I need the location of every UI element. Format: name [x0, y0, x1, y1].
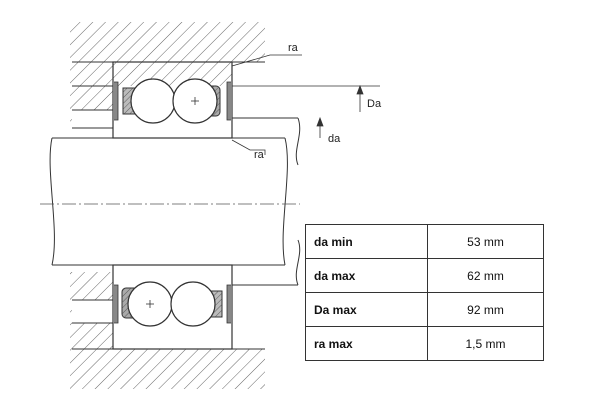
spec-label: da min [305, 224, 428, 259]
spec-value: 92 mm [427, 292, 544, 327]
spec-label: da max [305, 258, 428, 293]
label-Da: Da [367, 98, 382, 110]
spec-value: 62 mm [427, 258, 544, 293]
spec-label: ra max [305, 326, 428, 361]
label-ra-mid: ra [254, 149, 265, 161]
ball [130, 78, 176, 124]
spec-value: 53 mm [427, 224, 544, 259]
label-ra-top: ra [288, 42, 299, 54]
spec-label: Da max [305, 292, 428, 327]
housing-top [70, 22, 265, 138]
ball [170, 281, 216, 327]
label-da: da [328, 133, 341, 145]
spec-value: 1,5 mm [427, 326, 544, 361]
shaft [49, 117, 301, 286]
table-row: da max 62 mm [305, 258, 544, 293]
bearing-top [112, 61, 233, 139]
table-row: ra max 1,5 mm [305, 326, 544, 361]
dimension-lines [231, 54, 380, 155]
housing-bottom [70, 265, 265, 389]
table-row: Da max 92 mm [305, 292, 544, 327]
table-row: da min 53 mm [305, 224, 544, 259]
specs-table: da min 53 mm da max 62 mm Da max 92 mm r… [305, 224, 544, 361]
bearing-bottom [112, 264, 233, 350]
